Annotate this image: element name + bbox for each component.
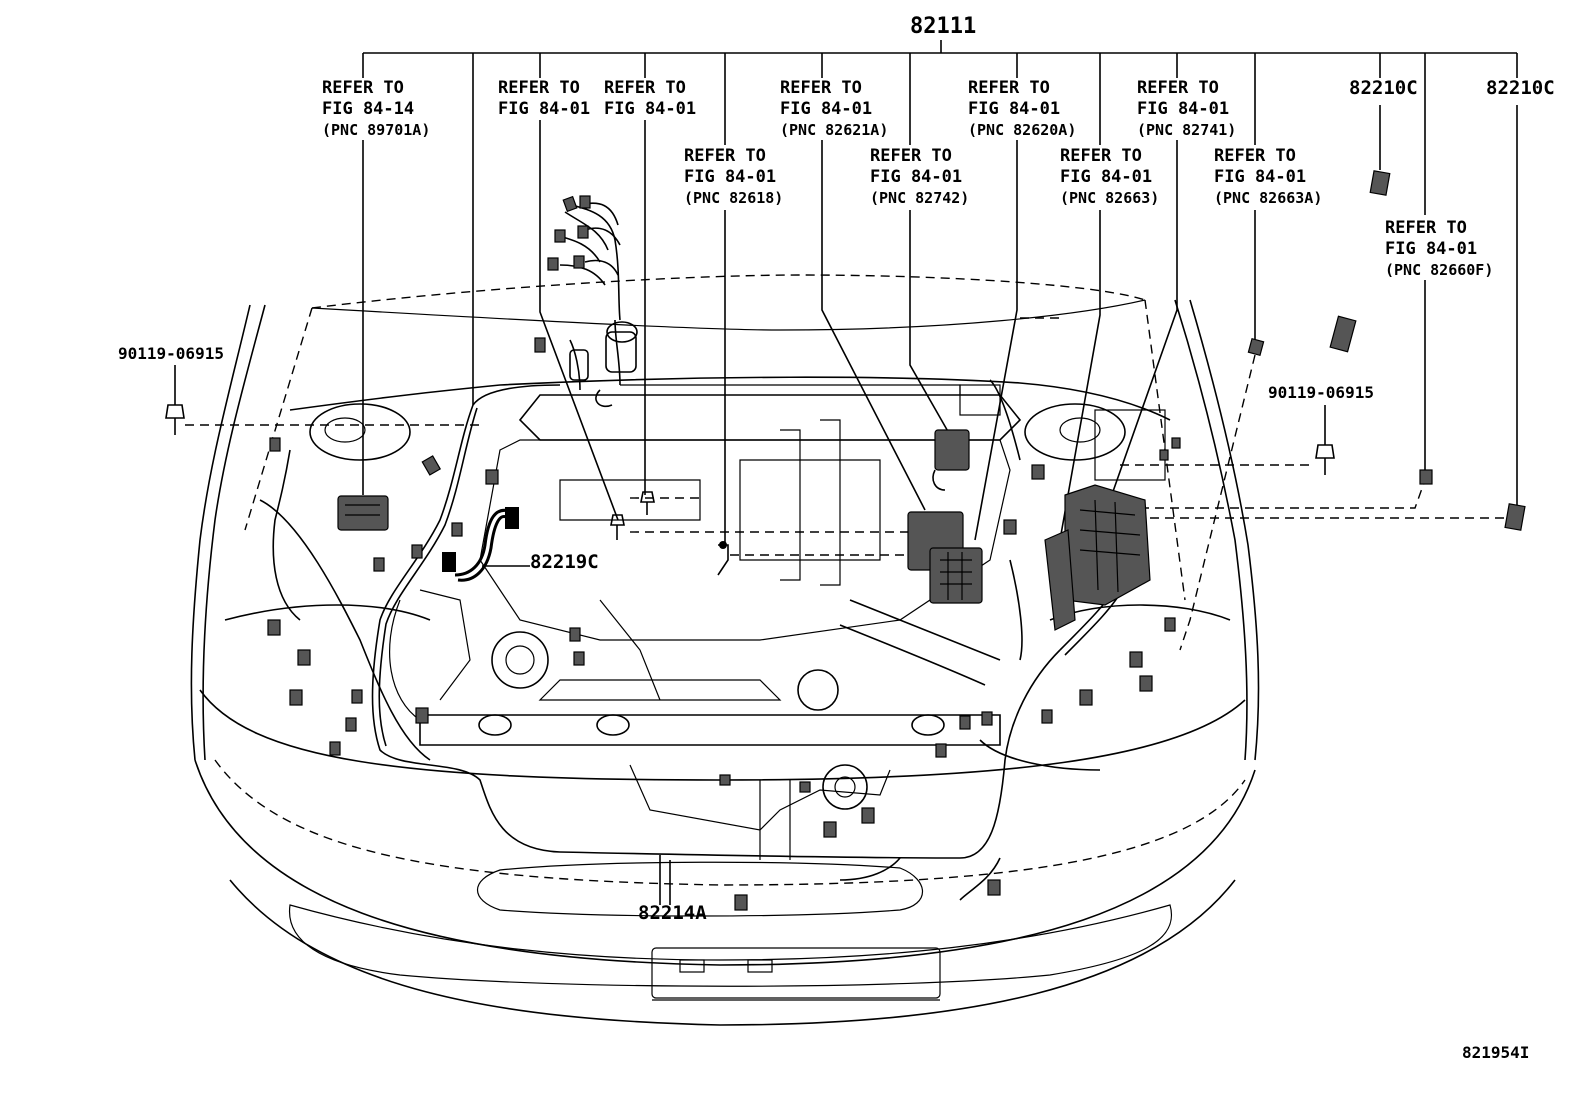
engine-components <box>309 384 1166 860</box>
ref-line: FIG 84-01 <box>1137 99 1230 119</box>
harness-82111 <box>259 319 1126 905</box>
part-number-82210c-right: 82210C <box>1486 77 1555 99</box>
ref-label-b: REFER TO FIG 84-01 <box>604 78 696 120</box>
ref-label-89701a: REFER TO FIG 84-14 (PNC 89701A) <box>322 78 430 141</box>
ref-line: REFER TO <box>968 78 1050 98</box>
ref-line: FIG 84-01 <box>968 99 1061 119</box>
part-number-82210c-left: 82210C <box>1349 77 1418 99</box>
ref-line: FIG 84-01 <box>780 99 873 119</box>
ref-pnc: (PNC 82660F) <box>1385 261 1494 279</box>
part-number-82214a: 82214A <box>638 902 707 924</box>
ref-line: REFER TO <box>322 78 404 98</box>
ref-line: REFER TO <box>1214 146 1296 166</box>
ref-line: FIG 84-01 <box>1214 167 1307 187</box>
reference-leaders <box>174 105 1518 545</box>
ref-line: FIG 84-01 <box>498 99 591 119</box>
ref-line: REFER TO <box>1385 218 1467 238</box>
part-number-82219c: 82219C <box>530 551 599 573</box>
ref-line: FIG 84-01 <box>870 167 963 187</box>
figure-id: 821954I <box>1462 1043 1530 1062</box>
ref-line: FIG 84-14 <box>322 99 415 119</box>
major-components <box>165 170 1526 631</box>
part-number-90119-left: 90119-06915 <box>118 344 224 363</box>
ref-line: REFER TO <box>1137 78 1219 98</box>
ref-pnc: (PNC 82663) <box>1060 189 1160 207</box>
ref-pnc: (PNC 82663A) <box>1214 189 1323 207</box>
part-leaders <box>482 565 671 905</box>
dashed-guides <box>185 317 1505 651</box>
ref-line: FIG 84-01 <box>684 167 777 187</box>
ref-line: REFER TO <box>604 78 686 98</box>
ref-pnc: (PNC 82618) <box>684 189 784 207</box>
ref-label-82621a: REFER TO FIG 84-01 (PNC 82621A) <box>780 78 888 141</box>
ref-pnc: (PNC 82741) <box>1137 121 1237 139</box>
ref-line: REFER TO <box>498 78 580 98</box>
connectors <box>267 437 1181 911</box>
ref-line: REFER TO <box>1060 146 1142 166</box>
ref-label-82660f: REFER TO FIG 84-01 (PNC 82660F) <box>1385 218 1493 281</box>
ref-label-82618: REFER TO FIG 84-01 (PNC 82618) <box>684 146 783 209</box>
ref-pnc: (PNC 82620A) <box>968 121 1077 139</box>
part-number-90119-right: 90119-06915 <box>1268 383 1374 402</box>
ref-label-82663a: REFER TO FIG 84-01 (PNC 82663A) <box>1214 146 1322 209</box>
spark-plug-wires <box>534 195 638 408</box>
ref-label-82742: REFER TO FIG 84-01 (PNC 82742) <box>870 146 969 209</box>
ref-line: REFER TO <box>780 78 862 98</box>
ref-line: REFER TO <box>684 146 766 166</box>
ref-label-82741: REFER TO FIG 84-01 (PNC 82741) <box>1137 78 1236 141</box>
ref-label-82620a: REFER TO FIG 84-01 (PNC 82620A) <box>968 78 1076 141</box>
main-part-number: 82111 <box>910 14 977 39</box>
ref-line: FIG 84-01 <box>604 99 697 119</box>
ref-line: REFER TO <box>870 146 952 166</box>
ref-pnc: (PNC 82621A) <box>780 121 889 139</box>
ref-pnc: (PNC 89701A) <box>322 121 431 139</box>
ref-label-a: REFER TO FIG 84-01 <box>498 78 590 120</box>
ref-pnc: (PNC 82742) <box>870 189 970 207</box>
ref-line: FIG 84-01 <box>1385 239 1478 259</box>
ref-line: FIG 84-01 <box>1060 167 1153 187</box>
leader-bus-82111 <box>362 40 1518 405</box>
ref-label-82663: REFER TO FIG 84-01 (PNC 82663) <box>1060 146 1159 209</box>
